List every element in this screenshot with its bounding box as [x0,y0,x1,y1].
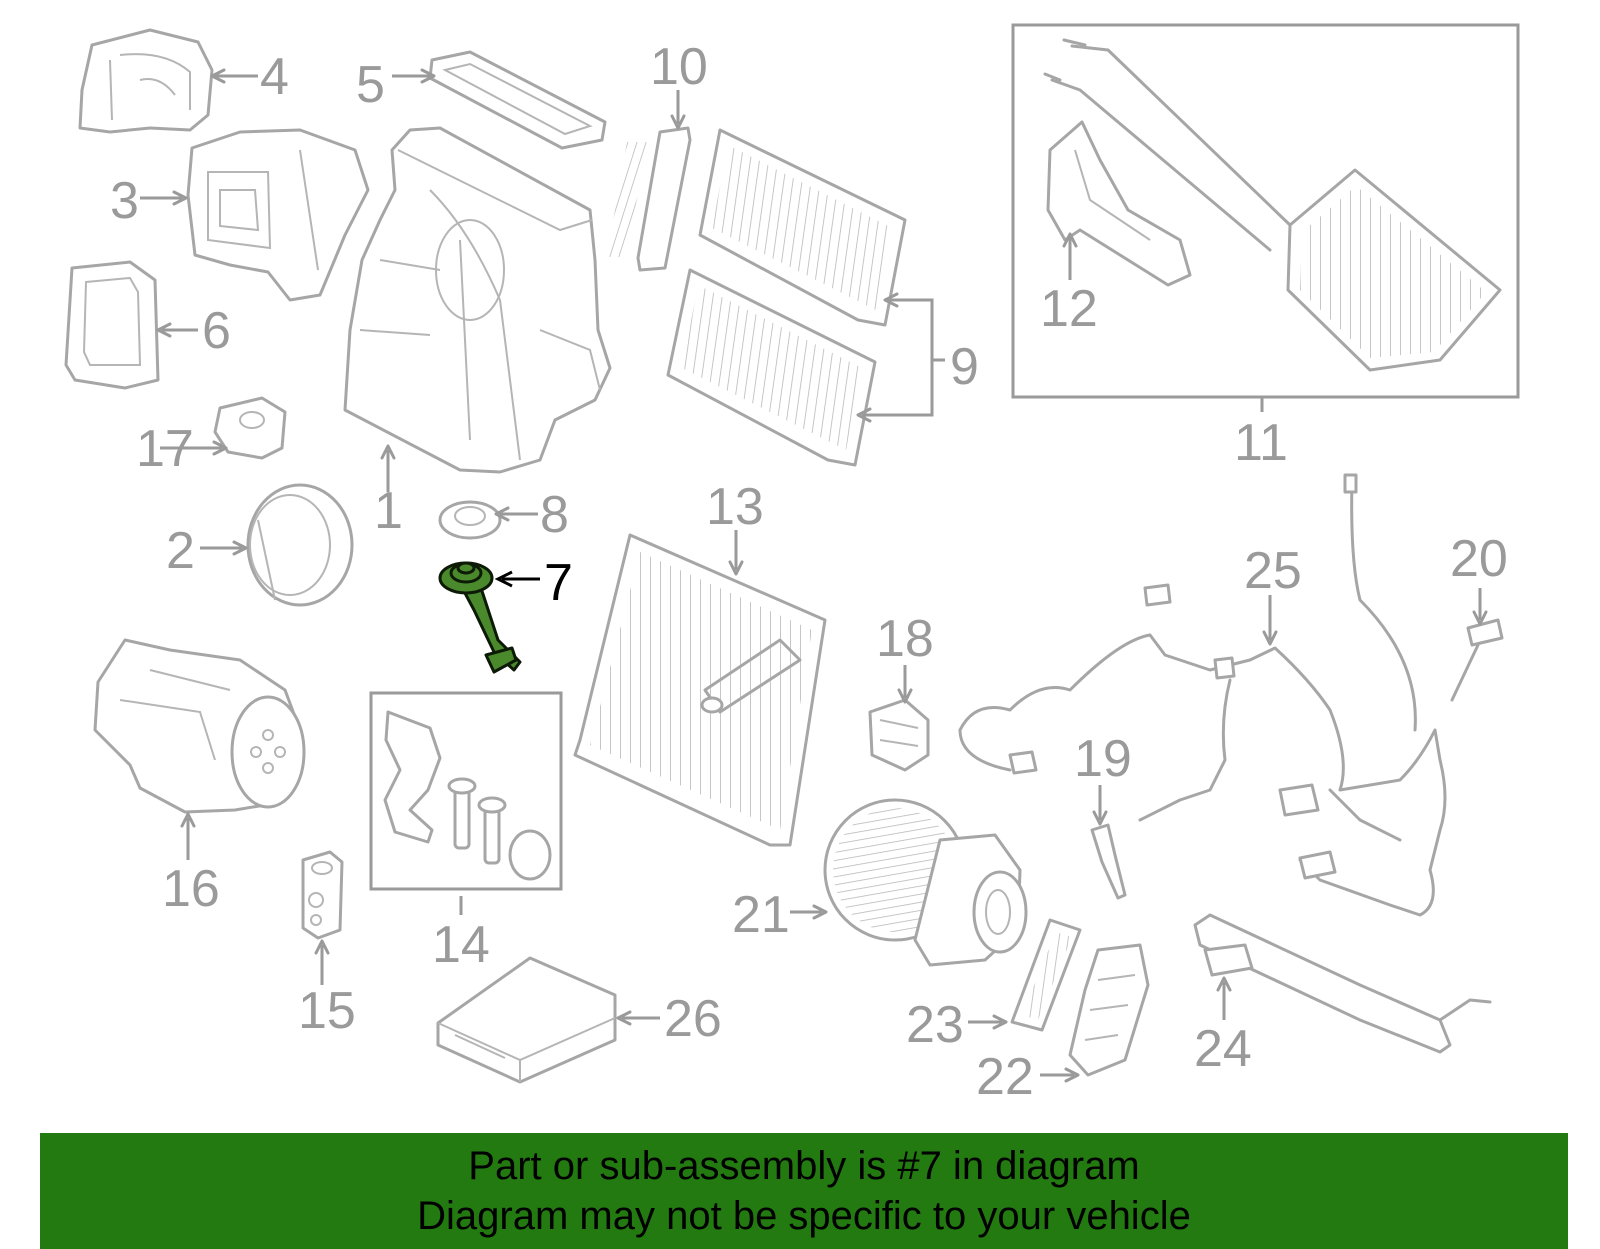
part-22-resistor-module [1068,943,1150,1077]
part-2-blower-ring [246,483,354,607]
part-8-seal-ring [438,500,502,540]
part-16-blower-unit [93,638,306,814]
part-23-filter-pad [1010,918,1082,1032]
part-19-sensor [1090,823,1127,900]
callout-14: 14 [432,916,490,974]
callout-16: 16 [162,860,220,918]
callout-11: 11 [1234,414,1288,472]
info-banner: Part or sub-assembly is #7 in diagram Di… [40,1133,1568,1249]
part-18-module [868,698,930,772]
callout-7: 7 [544,554,573,612]
part-10-small-filter [606,126,692,272]
callout-8: 8 [540,486,569,544]
part-4-housing-cover [78,28,214,134]
part-21-blower-motor [823,798,1028,967]
callout-19: 19 [1074,730,1132,788]
part-12-bracket [1046,120,1192,287]
callout-6: 6 [202,302,231,360]
callout-9: 9 [950,338,979,396]
callout-3: 3 [110,172,139,230]
callout-2: 2 [166,522,195,580]
callout-23: 23 [906,996,964,1054]
callout-24: 24 [1194,1020,1252,1078]
part-14-hardware-kit [369,691,563,891]
callout-4: 4 [260,48,289,106]
callout-18: 18 [876,610,934,668]
part-9-cabin-filters [666,128,907,467]
part-25-wiring-harness [958,473,1447,917]
part-7-drain-hose [438,561,522,674]
part-17-actuator [213,396,287,460]
part-13-evaporator [573,533,827,847]
part-20-sensor [1450,618,1504,702]
callout-22: 22 [976,1048,1034,1106]
callout-21: 21 [732,886,790,944]
callout-17: 17 [136,420,194,478]
part-1-hvac-housing [343,126,612,474]
callout-13: 13 [706,478,764,536]
part-11-heater-core-group [1011,23,1520,399]
part-5-filter-strip [428,50,607,150]
part-6-gasket-frame [64,260,160,390]
banner-line-2: Diagram may not be specific to your vehi… [417,1194,1191,1238]
callout-1: 1 [374,482,403,540]
part-15-expansion-valve [301,850,344,940]
callout-25: 25 [1244,542,1302,600]
part-3-intake-housing [186,128,370,302]
leader-lines [140,68,1488,1083]
callout-12: 12 [1040,280,1098,338]
callout-26: 26 [664,990,722,1048]
callout-10: 10 [650,38,708,96]
callout-15: 15 [298,982,356,1040]
callout-labels: 4 5 3 6 17 1 8 2 7 16 14 15 26 10 9 12 1… [110,38,1508,1106]
callout-5: 5 [356,56,385,114]
part-24-actuator-rail [1193,913,1492,1054]
callout-20: 20 [1450,530,1508,588]
banner-line-1: Part or sub-assembly is #7 in diagram [468,1144,1140,1188]
part-26-control-module [436,956,617,1084]
